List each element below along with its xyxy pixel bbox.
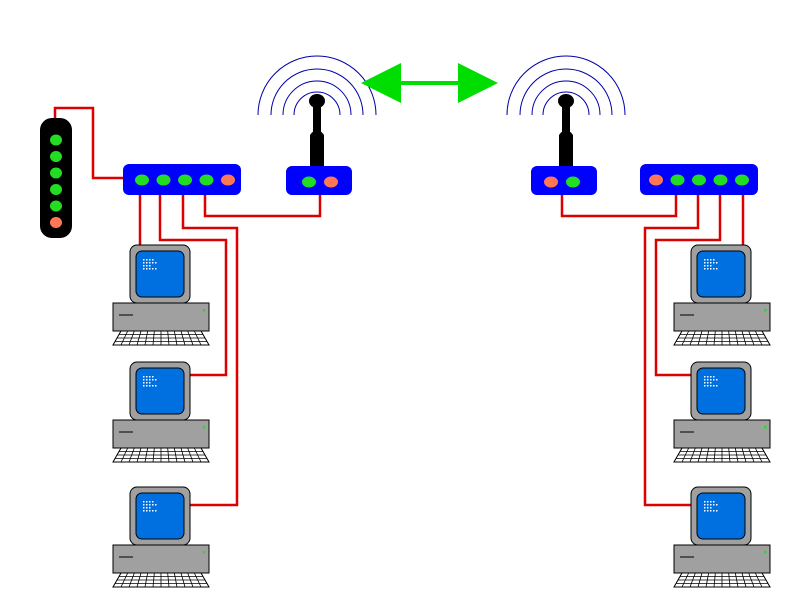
- cable-right-pc2: [654, 195, 722, 377]
- right-access-point-leds: [544, 176, 580, 188]
- left-antenna-icon: [309, 94, 325, 166]
- right-computer-3: [673, 486, 771, 588]
- right-access-point-led: [544, 176, 558, 188]
- system-unit: [112, 302, 210, 332]
- modem: [40, 118, 72, 238]
- screen-text: [143, 501, 157, 512]
- modem-leds: [50, 134, 62, 228]
- keyboard: [112, 447, 210, 463]
- cable-left-pc2: [158, 195, 228, 377]
- monitor-screen: [696, 367, 746, 415]
- right-switch-port-led: [692, 174, 706, 186]
- right-access-point-led: [566, 176, 580, 188]
- left-switch: [123, 164, 241, 195]
- power-led: [764, 551, 767, 554]
- cable-left-switch-to-ap: [203, 195, 322, 218]
- keyboard: [673, 330, 771, 346]
- modem-led: [50, 134, 62, 146]
- monitor-screen: [135, 367, 185, 415]
- right-computer-1: [673, 244, 771, 346]
- left-switch-port-led: [221, 174, 235, 186]
- right-switch-port-led: [735, 174, 749, 186]
- cables: [53, 106, 745, 507]
- keyboard: [673, 447, 771, 463]
- left-access-point-led: [302, 176, 316, 188]
- right-switch-port-led: [670, 174, 685, 186]
- power-led: [764, 309, 767, 312]
- modem-led: [50, 151, 62, 162]
- power-led: [203, 309, 206, 312]
- right-switch-port-led: [713, 174, 728, 186]
- monitor-screen: [135, 492, 185, 540]
- left-access-point-leds: [302, 176, 338, 188]
- left-switch-port-led: [156, 174, 171, 186]
- cable-modem-to-switch: [53, 106, 125, 180]
- right-switch-port-led: [649, 174, 663, 186]
- right-access-point: [506, 55, 626, 195]
- monitor-screen: [135, 250, 185, 298]
- right-switch-ports: [649, 174, 749, 186]
- left-switch-ports: [135, 174, 235, 186]
- cable-right-switch-to-ap: [560, 195, 678, 218]
- right-radio-waves: [506, 55, 626, 116]
- left-computer-1: [112, 244, 210, 346]
- screen-text: [704, 259, 718, 270]
- left-access-point: [257, 55, 377, 195]
- power-led: [764, 426, 767, 429]
- keyboard: [112, 572, 210, 588]
- left-computer-3: [112, 486, 210, 588]
- modem-led: [50, 200, 62, 212]
- computers: [112, 244, 771, 588]
- left-switch-port-led: [199, 174, 214, 186]
- left-switch-port-led: [135, 174, 149, 186]
- system-unit: [673, 419, 771, 449]
- power-led: [203, 426, 206, 429]
- system-unit: [673, 302, 771, 332]
- screen-text: [704, 376, 718, 387]
- power-led: [203, 551, 206, 554]
- system-unit: [112, 419, 210, 449]
- left-computer-2: [112, 361, 210, 463]
- screen-text: [143, 259, 157, 270]
- keyboard: [112, 330, 210, 346]
- left-switch-port-led: [178, 174, 192, 186]
- cable-left-pc3: [181, 195, 239, 507]
- system-unit: [112, 544, 210, 574]
- right-antenna-icon: [558, 94, 574, 166]
- keyboard: [673, 572, 771, 588]
- modem-led: [50, 184, 62, 195]
- monitor-screen: [696, 492, 746, 540]
- right-computer-2: [673, 361, 771, 463]
- cable-right-pc3: [643, 195, 700, 507]
- left-access-point-led: [324, 176, 338, 188]
- modem-led: [50, 167, 62, 179]
- right-switch: [640, 164, 758, 195]
- modem-led: [50, 217, 62, 228]
- system-unit: [673, 544, 771, 574]
- monitor-screen: [696, 250, 746, 298]
- screen-text: [143, 376, 157, 387]
- screen-text: [704, 501, 718, 512]
